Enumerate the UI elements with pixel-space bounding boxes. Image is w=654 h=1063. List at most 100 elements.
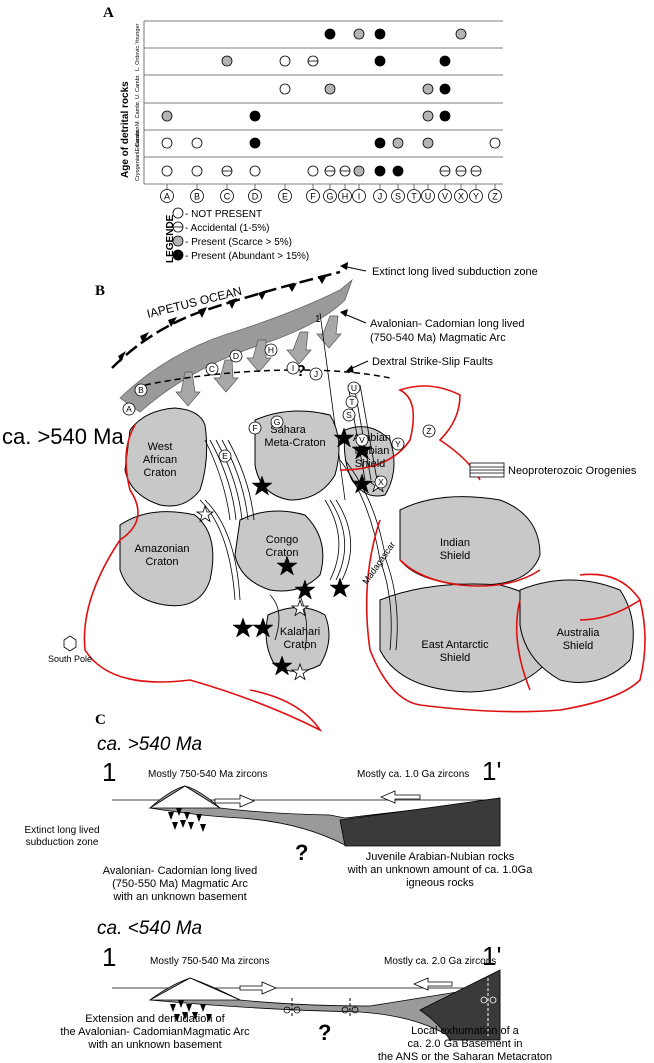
locality-circle	[355, 433, 369, 447]
question-mark: ?	[296, 363, 306, 380]
locality-circle	[422, 424, 436, 438]
locality-letter: H	[268, 345, 274, 355]
column-letter-circle	[190, 189, 204, 203]
congo-craton	[234, 510, 324, 592]
cell-symbol-grey	[422, 83, 434, 95]
row-label: M. Cambr.	[135, 100, 141, 126]
arrowhead-icon	[346, 365, 354, 373]
upper-juvenile-line2: with an unknown amount of ca. 1.0Ga	[347, 864, 534, 876]
craton-label: Shield	[563, 640, 594, 652]
cell-symbol-open	[307, 165, 319, 177]
star-icon	[333, 427, 355, 448]
column-letter-circle	[306, 189, 320, 203]
cell-symbol-open	[279, 83, 291, 95]
cell-symbol-open	[489, 137, 501, 149]
column-letter-circle	[454, 189, 468, 203]
upper-question-mark: ?	[295, 840, 308, 865]
locality-letter: B	[138, 385, 144, 395]
column-letter-circle	[373, 189, 387, 203]
column-letter-circle	[323, 189, 337, 203]
fault-toward-icon	[351, 1006, 359, 1014]
lower-local-line2: ca. 2.0 Ga Basement in	[408, 1038, 523, 1050]
column-letter: Z	[492, 192, 498, 202]
arrowhead-icon	[340, 309, 348, 317]
west-african-craton	[124, 407, 208, 507]
australia-shield	[519, 579, 634, 683]
craton-label: Nubian	[355, 445, 390, 457]
locality-letter: S	[346, 410, 352, 420]
locality-circle	[286, 361, 300, 375]
lower-plutons	[170, 1000, 212, 1022]
legend-item-half: - Accidental (1-5%)	[172, 221, 269, 234]
upper-arc-line3: with an unknown basement	[112, 891, 246, 903]
column-letter: E	[282, 192, 288, 202]
arrow-left-icon	[379, 790, 421, 804]
column-letter-circle	[160, 189, 174, 203]
panel-b: B ca. >540 Ma IAPETUS OCEAN	[2, 262, 646, 733]
craton-label: Shield	[355, 458, 386, 470]
lower-faults	[291, 978, 489, 1036]
panel-b-label: B	[95, 283, 105, 299]
legend-label: - Accidental (1-5%)	[185, 223, 269, 234]
locality-circle	[229, 349, 243, 363]
fault-away-icon	[283, 1006, 291, 1014]
legend-label: - Present (Scarce > 5%)	[185, 237, 292, 248]
south-pole-icon	[63, 635, 77, 652]
lower-question-mark: ?	[318, 1020, 331, 1045]
locality-circle	[342, 408, 356, 422]
locality-letter: A	[126, 404, 132, 414]
locality-circle	[134, 383, 148, 397]
cell-symbol-grey	[161, 110, 173, 122]
cell-symbol-open	[161, 137, 173, 149]
cell-symbol-black	[439, 55, 451, 67]
locality-letter: C	[209, 364, 215, 374]
craton-label: Amazonian	[134, 543, 189, 555]
star-icon	[271, 655, 293, 676]
black-circle-icon	[172, 249, 184, 261]
red-outlines	[83, 385, 646, 733]
craton-label: Craton	[265, 547, 298, 559]
panel-c-label: C	[95, 712, 106, 728]
locality-letter: Y	[395, 439, 401, 449]
callout-arc-line1: Avalonian- Cadomian long lived	[370, 318, 525, 330]
column-letter-circle	[391, 189, 405, 203]
arrow-right-icon	[214, 794, 256, 808]
star-icon	[294, 579, 316, 600]
lower-extension-line1: Extension and denudation of	[85, 1013, 225, 1025]
column-letter: I	[358, 192, 361, 202]
locality-letter: Z	[426, 426, 431, 436]
cell-symbol-black	[392, 165, 404, 177]
open-star-icon	[290, 662, 310, 681]
strike-slip-fault	[144, 369, 391, 386]
column-letter: F	[310, 192, 316, 202]
panel-b-title: ca. >540 Ma	[2, 424, 124, 449]
craton-label: Indian	[440, 537, 470, 549]
column-letter: A	[164, 192, 170, 202]
column-letter: D	[252, 192, 259, 202]
column-letter-circle	[338, 189, 352, 203]
star-icon	[252, 617, 274, 638]
locality-circle	[264, 343, 278, 357]
cell-symbol-grey	[324, 83, 336, 95]
south-pole-label: South Pole	[48, 654, 92, 664]
row-label: Younger	[135, 24, 141, 44]
locality-circle	[218, 449, 232, 463]
lower-basement	[419, 969, 501, 1041]
fault-toward-icon	[489, 996, 497, 1004]
cell-symbol-black	[324, 28, 336, 40]
upper-subduction-line1: Extinct long lived	[24, 825, 99, 836]
open-circle-icon	[172, 207, 184, 219]
column-letter: U	[425, 192, 432, 202]
column-letter-circle	[220, 189, 234, 203]
column-letter-circle	[352, 189, 366, 203]
legend-label: - Present (Abundant > 15%)	[185, 251, 309, 262]
row-label: Cryogenian Ediacaran	[135, 127, 141, 181]
cell-symbol-black	[374, 28, 386, 40]
lower-right-mark: 1'	[482, 941, 501, 971]
upper-arrows	[214, 790, 421, 808]
orogeny-lines	[199, 384, 398, 651]
lower-left-mark: 1	[102, 942, 116, 972]
